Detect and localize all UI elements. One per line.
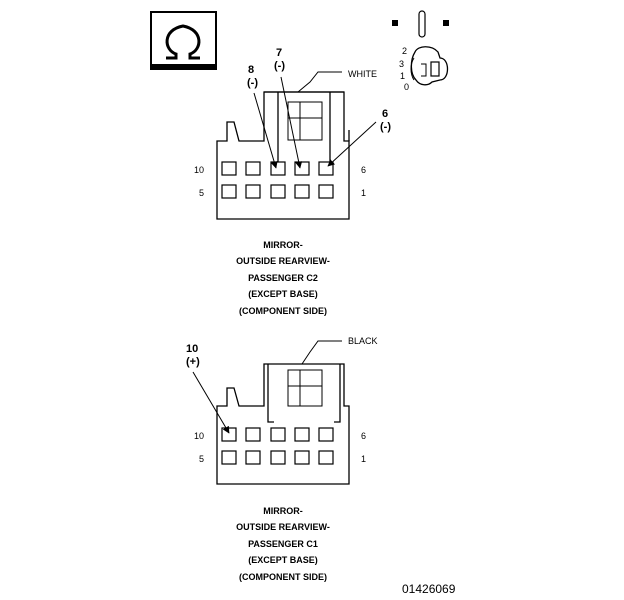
c2-pin-6-number: 6 — [382, 108, 388, 120]
c2-wire-color: WHITE — [348, 69, 377, 79]
key-position-0: 0 — [404, 82, 409, 92]
c1-pin-cavities — [221, 427, 334, 465]
key-position-2: 2 — [402, 46, 407, 56]
c2-pin-7-arrow — [280, 76, 303, 169]
c2-pin-6-polarity: (-) — [380, 121, 391, 133]
c1-row-label-10: 10 — [194, 431, 204, 441]
key-position-3: 3 — [399, 59, 404, 69]
c1-locking-tab — [267, 364, 341, 423]
svg-text:(EXCEPT BASE): (EXCEPT BASE) — [248, 289, 318, 299]
c1-pin-10-arrow — [192, 371, 230, 434]
c2-pin-8-polarity: (-) — [247, 77, 258, 89]
connector-c1: 10 6 5 1 BLACK 10 (+) — [186, 336, 378, 485]
figure-id: 01426069 — [402, 582, 456, 596]
svg-text:MIRROR-: MIRROR- — [263, 240, 303, 250]
c2-pin-8-number: 8 — [248, 64, 254, 76]
key-position-1: 1 — [400, 71, 405, 81]
svg-text:MIRROR-: MIRROR- — [263, 506, 303, 516]
omega-symbol-icon — [150, 11, 217, 70]
c2-pin-7-number: 7 — [276, 47, 282, 59]
svg-text:PASSENGER C2: PASSENGER C2 — [248, 273, 318, 283]
c2-pin-8-arrow — [253, 92, 278, 169]
c1-row-label-5: 5 — [199, 454, 204, 464]
c2-row-label-10: 10 — [194, 165, 204, 175]
c2-locking-tab — [277, 92, 331, 162]
svg-text:OUTSIDE REARVIEW-: OUTSIDE REARVIEW- — [236, 256, 330, 266]
svg-text:(EXCEPT BASE): (EXCEPT BASE) — [248, 555, 318, 565]
c2-housing — [216, 91, 350, 220]
svg-text:PASSENGER C1: PASSENGER C1 — [248, 539, 318, 549]
c2-row-label-6: 6 — [361, 165, 366, 175]
c1-row-label-1: 1 — [361, 454, 366, 464]
svg-text:(COMPONENT SIDE): (COMPONENT SIDE) — [239, 572, 327, 582]
svg-text:OUTSIDE REARVIEW-: OUTSIDE REARVIEW- — [236, 522, 330, 532]
c1-caption: MIRROR- OUTSIDE REARVIEW- PASSENGER C1 (… — [236, 506, 330, 582]
c2-pin-cavities — [221, 161, 334, 199]
c2-caption: MIRROR- OUTSIDE REARVIEW- PASSENGER C2 (… — [236, 240, 330, 316]
c1-row-label-6: 6 — [361, 431, 366, 441]
ignition-key-icon: 2 3 1 0 — [392, 10, 449, 92]
c2-pin-6-arrow — [327, 121, 377, 167]
c1-pin-10-polarity: (+) — [186, 356, 200, 368]
svg-text:(COMPONENT SIDE): (COMPONENT SIDE) — [239, 306, 327, 316]
c2-row-label-5: 5 — [199, 188, 204, 198]
c1-wire-color: BLACK — [348, 336, 378, 346]
connector-c2: 10 6 5 1 WHITE 8 (-) 7 (-) 6 (-) — [194, 47, 391, 220]
c1-pin-10-number: 10 — [186, 343, 198, 355]
c1-housing — [216, 363, 350, 485]
c2-row-label-1: 1 — [361, 188, 366, 198]
c2-pin-7-polarity: (-) — [274, 60, 285, 72]
